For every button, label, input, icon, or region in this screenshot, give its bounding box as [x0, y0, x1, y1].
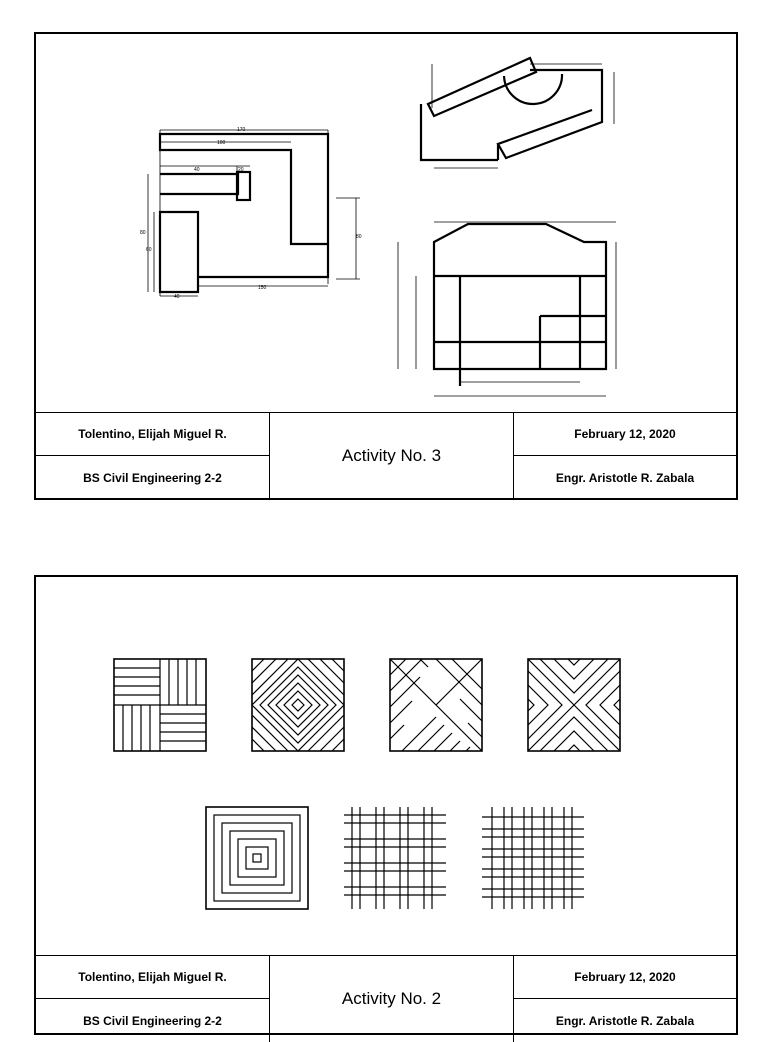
pattern-diagonal-split: [389, 658, 483, 752]
l-shaped-figure: [158, 132, 330, 294]
drawing-sheet-activity-2: Tolentino, Elijah Miguel R. BS Civil Eng…: [34, 575, 738, 1042]
date: February 12, 2020: [513, 413, 736, 456]
title-block: Tolentino, Elijah Miguel R. BS Civil Eng…: [36, 955, 736, 1042]
dimensioned-drawings: [147, 56, 617, 397]
tile-patterns: [113, 658, 621, 910]
dimension-lines: [147, 63, 617, 397]
pattern-x-chevron: [527, 658, 621, 752]
pattern-grid-squares: [482, 807, 584, 909]
drawing-sheet-activity-3: Tolentino, Elijah Miguel R. BS Civil Eng…: [34, 32, 738, 500]
title-block: Tolentino, Elijah Miguel R. BS Civil Eng…: [36, 412, 736, 499]
activity-title: Activity No. 2: [341, 989, 442, 1008]
technical-drawing-area: [36, 34, 736, 412]
pattern-parquet: [113, 658, 207, 752]
date: February 12, 2020: [513, 956, 736, 999]
student-name: Tolentino, Elijah Miguel R.: [36, 956, 270, 999]
instructor: Engr. Aristotle R. Zabala: [513, 999, 736, 1042]
pattern-weave: [344, 807, 446, 909]
pattern-nested-diamonds: [251, 658, 345, 752]
chamfered-frame-figure: [432, 222, 608, 386]
pattern-concentric-squares: [205, 806, 309, 910]
tilted-figure: [419, 56, 604, 162]
instructor: Engr. Aristotle R. Zabala: [513, 456, 736, 499]
activity-title: Activity No. 3: [341, 446, 442, 465]
program: BS Civil Engineering 2-2: [36, 456, 270, 499]
program: BS Civil Engineering 2-2: [36, 999, 270, 1042]
pattern-drawing-area: [36, 577, 736, 955]
student-name: Tolentino, Elijah Miguel R.: [36, 413, 270, 456]
